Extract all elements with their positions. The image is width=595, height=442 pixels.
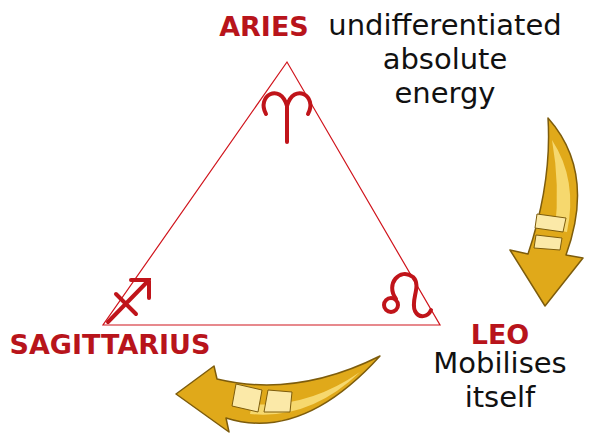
sign-name: SAGITTARIUS	[9, 328, 210, 362]
gold-curved-arrow	[510, 118, 583, 306]
sign-description: Mobilises itself	[415, 346, 585, 414]
sign-description: undifferentiated absolute energy	[315, 8, 575, 110]
gold-curved-arrow	[176, 356, 380, 432]
sagittarius-symbol	[108, 280, 149, 322]
arrow-segment	[232, 384, 292, 412]
arrow-body	[510, 118, 583, 306]
arrow-segment	[534, 214, 566, 250]
sign-name: ARIES	[219, 10, 309, 44]
arrow-body	[176, 356, 380, 432]
leo-symbol	[384, 274, 431, 316]
triangle-outline	[103, 62, 440, 325]
leo-symbol-tail	[392, 274, 431, 316]
aries-symbol	[264, 93, 311, 142]
